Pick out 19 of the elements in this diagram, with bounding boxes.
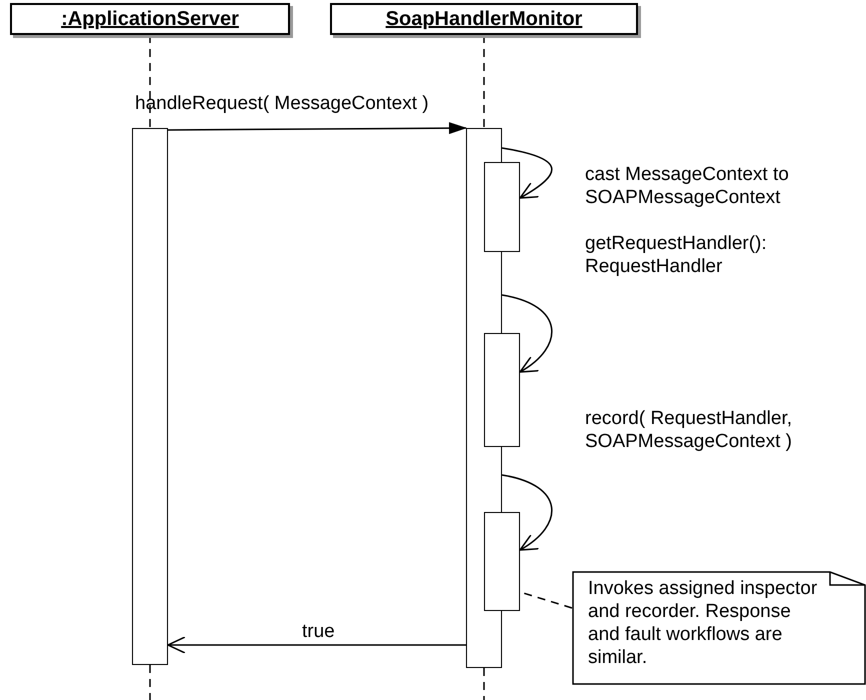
message-label: true (302, 620, 335, 643)
message-label: handleRequest( MessageContext ) (135, 92, 429, 115)
activation-bar (484, 512, 520, 611)
note: Invokes assigned inspector and recorder. Response and fault workflows are similar. (572, 571, 866, 685)
lifeline (483, 35, 485, 128)
activation-bar (484, 162, 520, 252)
arrow (502, 474, 552, 551)
arrow (167, 636, 466, 654)
message-label: record( RequestHandler, SOAPMessageContext ) (585, 407, 793, 453)
message-label: getRequestHandler(): RequestHandler (585, 232, 768, 278)
lifeline (149, 35, 151, 128)
activation-bar (132, 128, 168, 665)
activation-bar (484, 333, 520, 447)
message-label: cast MessageContext to SOAPMessageContext (585, 163, 790, 209)
arrow (168, 122, 467, 134)
arrow (502, 294, 552, 373)
object-header: :ApplicationServer (10, 3, 290, 35)
object-header: SoapHandlerMonitor (330, 3, 638, 35)
arrow (502, 147, 552, 199)
